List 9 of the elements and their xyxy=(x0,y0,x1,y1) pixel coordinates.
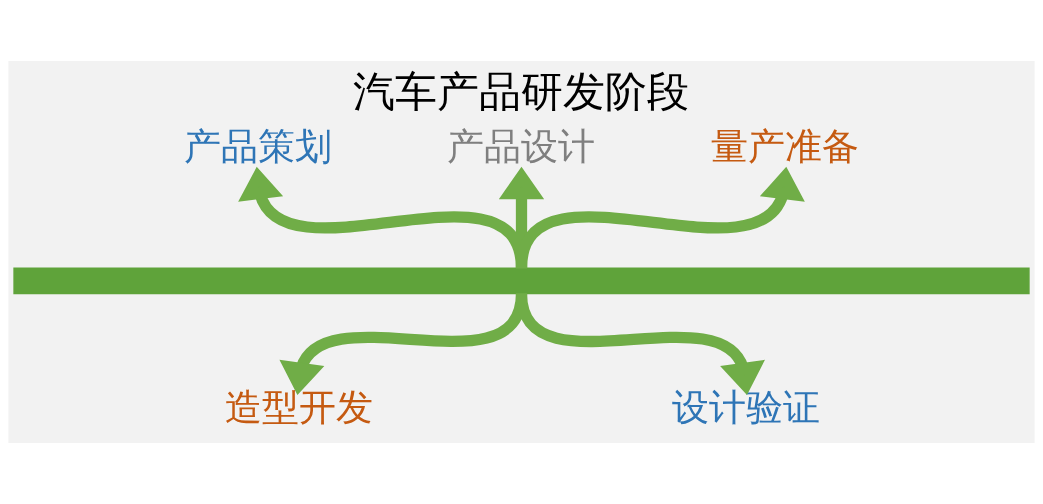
diagram-title: 汽车产品研发阶段 xyxy=(353,67,690,117)
node-bar xyxy=(13,267,1030,295)
node-text: 量产准备 xyxy=(711,125,860,169)
arrow xyxy=(515,292,765,395)
arrow xyxy=(515,166,805,270)
node-text: 产品设计 xyxy=(447,125,596,169)
node-text: 造型开发 xyxy=(224,386,373,430)
node-text: 产品策划 xyxy=(183,125,332,169)
node-text: 设计验证 xyxy=(671,386,820,430)
